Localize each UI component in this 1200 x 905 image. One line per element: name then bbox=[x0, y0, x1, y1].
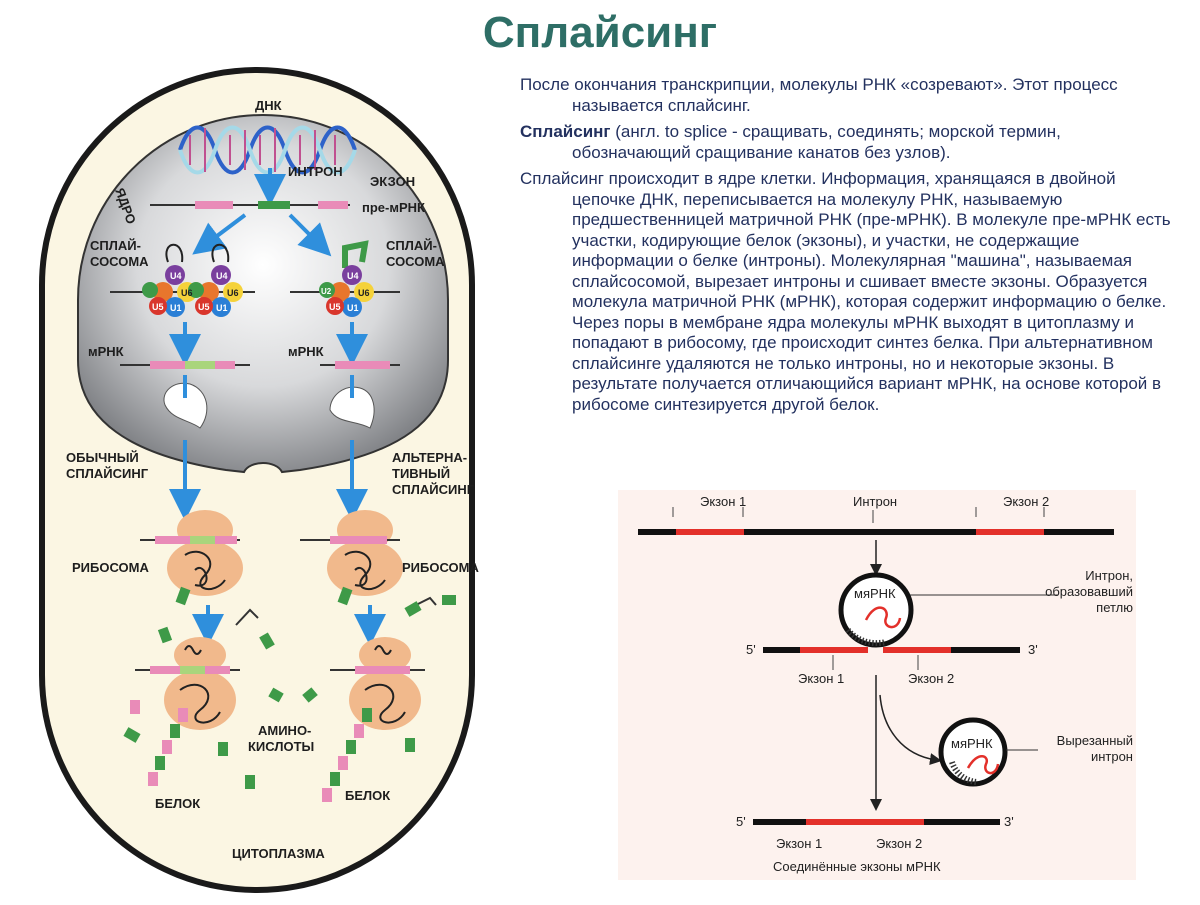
exon-label: ЭКЗОН bbox=[370, 174, 415, 189]
mrna-label-right: мРНК bbox=[288, 344, 324, 359]
svg-text:U1: U1 bbox=[170, 303, 182, 313]
pre-mrna-label: пре-мРНК bbox=[362, 200, 425, 215]
ribosome-right bbox=[300, 510, 403, 596]
exon1-top-label: Экзон 1 bbox=[700, 494, 746, 509]
exon2-bottom-label: Экзон 2 bbox=[876, 836, 922, 851]
exon2-middle-label: Экзон 2 bbox=[908, 671, 954, 686]
paragraph-intro: После окончания транскрипции, молекулы Р… bbox=[520, 75, 1118, 115]
svg-text:U4: U4 bbox=[347, 271, 359, 281]
svg-text:U6: U6 bbox=[227, 288, 239, 298]
svg-text:U4: U4 bbox=[170, 271, 182, 281]
description-text: После окончания транскрипции, молекулы Р… bbox=[520, 75, 1180, 421]
exon2-segment bbox=[976, 529, 1044, 535]
exon2-middle bbox=[883, 647, 951, 653]
snrna-label-1: мяРНК bbox=[854, 586, 896, 601]
ribosome-label-right: РИБОСОМА bbox=[402, 560, 479, 575]
joined-exons-caption: Соединённые экзоны мРНК bbox=[773, 859, 941, 874]
five-prime-bottom: 5' bbox=[736, 814, 746, 829]
svg-text:U5: U5 bbox=[152, 302, 164, 312]
nuclear-pore-left bbox=[163, 382, 208, 429]
ribosome-left bbox=[140, 510, 243, 596]
definition-text: (англ. to splice - сращивать, соединять;… bbox=[572, 122, 1061, 162]
mechanism-background bbox=[618, 490, 1136, 880]
dna-label: ДНК bbox=[255, 98, 282, 113]
term-splicing: Сплайсинг bbox=[520, 122, 611, 141]
spliceosome-left: U4 U6 U1 U5 U4 U6 U1 U5 bbox=[110, 243, 255, 317]
cytoplasm-label: ЦИТОПЛАЗМА bbox=[232, 846, 325, 861]
pre-mrna-exon bbox=[195, 201, 233, 209]
cell-diagram: ДНК ЯДРО ИНТРОН ЭКЗОН пре-мРНК СПЛАЙ-СОС… bbox=[39, 67, 479, 893]
svg-text:U5: U5 bbox=[198, 302, 210, 312]
paragraph-definition: Сплайсинг (англ. to splice - сращивать, … bbox=[520, 122, 1180, 163]
amino-acids-label: АМИНО-КИСЛОТЫ bbox=[248, 723, 314, 754]
svg-text:U4: U4 bbox=[216, 271, 228, 281]
paragraph-process: Сплайсинг происходит в ядре клетки. Инфо… bbox=[520, 169, 1171, 414]
intron-label: ИНТРОН bbox=[288, 164, 343, 179]
splicing-mechanism-diagram: Экзон 1 Интрон Экзон 2 мяРНК Интрон,обра… bbox=[618, 490, 1136, 880]
nucleus bbox=[77, 114, 449, 474]
svg-text:U1: U1 bbox=[347, 303, 359, 313]
pre-mrna-exon bbox=[318, 201, 348, 209]
spliceosome-label-left: СПЛАЙ-СОСОМА bbox=[90, 238, 149, 269]
protein-chain-left bbox=[130, 700, 188, 786]
five-prime-middle: 5' bbox=[746, 642, 756, 657]
pre-mrna-intron bbox=[258, 201, 290, 209]
exon1-bottom-label: Экзон 1 bbox=[776, 836, 822, 851]
nuclear-pore-right bbox=[329, 386, 375, 429]
three-prime-middle: 3' bbox=[1028, 642, 1038, 657]
exon1-segment bbox=[676, 529, 744, 535]
exon1-middle bbox=[800, 647, 868, 653]
spliceosome-right: U4 U6 U1 U5 U2 bbox=[290, 240, 400, 317]
snrna-label-2: мяРНК bbox=[951, 736, 993, 751]
joined-exons-segment bbox=[806, 819, 924, 825]
protein-label-right: БЕЛОК bbox=[345, 788, 390, 803]
excised-intron-loop bbox=[938, 717, 1008, 787]
three-prime-bottom: 3' bbox=[1004, 814, 1014, 829]
svg-text:U6: U6 bbox=[358, 288, 370, 298]
intron-top-label: Интрон bbox=[853, 494, 897, 509]
free-amino-acids bbox=[123, 595, 456, 789]
svg-text:U6: U6 bbox=[181, 288, 193, 298]
svg-text:U2: U2 bbox=[321, 287, 332, 296]
svg-text:U1: U1 bbox=[216, 303, 228, 313]
spliceosome-label-right: СПЛАЙ-СОСОМА bbox=[386, 238, 445, 269]
dna-helix bbox=[178, 125, 357, 175]
mrna-label-left: мРНК bbox=[88, 344, 124, 359]
exon2-top-label: Экзон 2 bbox=[1003, 494, 1049, 509]
protein-chain-right bbox=[322, 708, 372, 802]
svg-text:U5: U5 bbox=[329, 302, 341, 312]
exon1-middle-label: Экзон 1 bbox=[798, 671, 844, 686]
protein-label-left: БЕЛОК bbox=[155, 796, 200, 811]
ribosome-label-left: РИБОСОМА bbox=[72, 560, 149, 575]
page-title: Сплайсинг bbox=[482, 8, 718, 57]
